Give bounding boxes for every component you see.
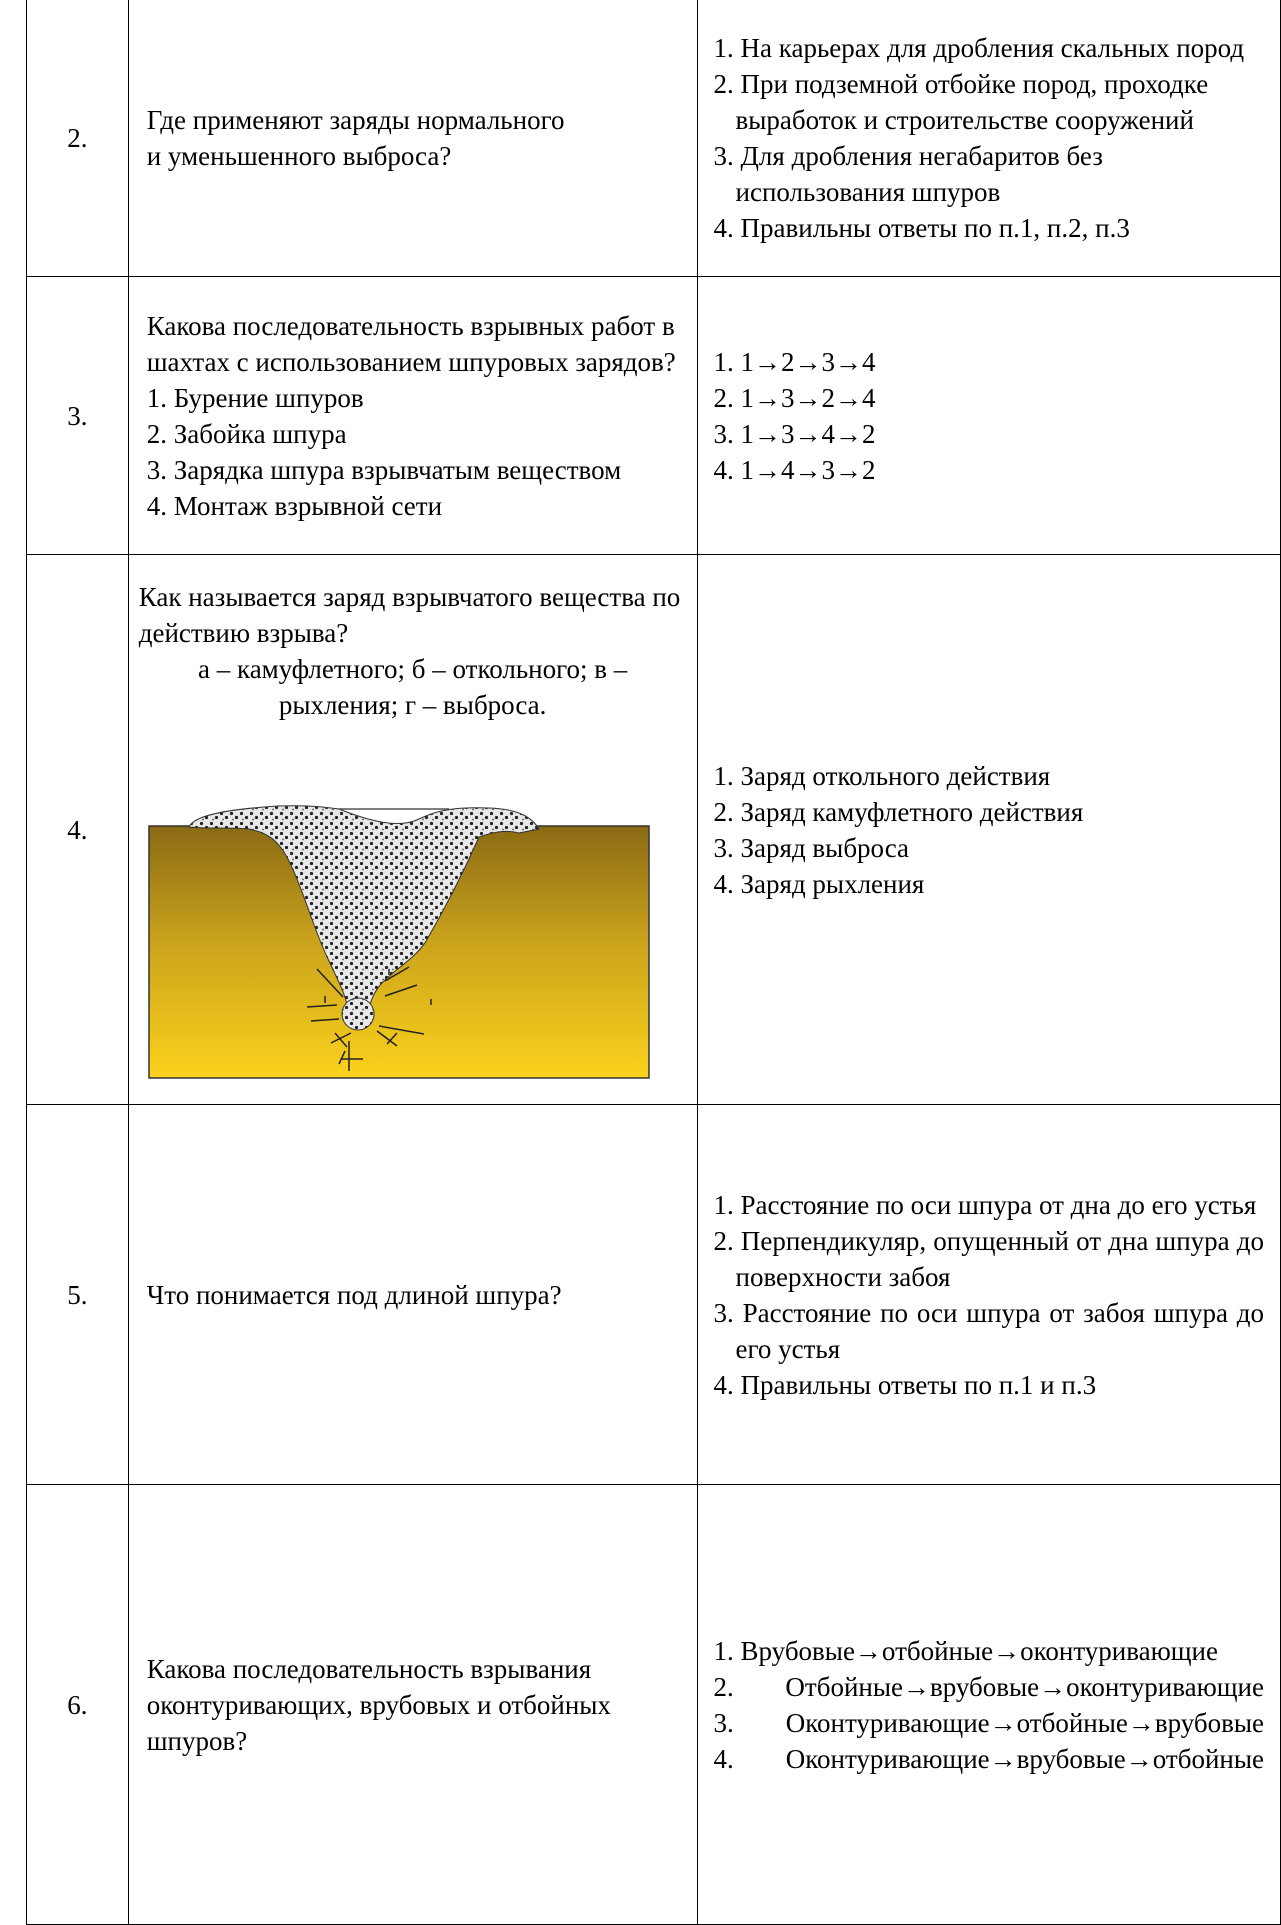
question-text: Что понимается под длиной шпура? (127, 1104, 698, 1485)
table-row: 2. Где применяют заряды нормального и ум… (26, 0, 1281, 277)
option: 3. Заряд выброса (713, 832, 910, 863)
option: 1. 1→2→3→4 (713, 346, 876, 377)
option: 3. Для дробления негабаритов без использ… (713, 140, 1103, 207)
answer-options: 1. Заряд откольного действия 2. Заряд ка… (696, 554, 1281, 1105)
answer-options: 1. 1→2→3→4 2. 1→3→2→4 3. 1→3→4→2 4. 1→4→… (696, 276, 1281, 555)
question-number: 5. (26, 1104, 129, 1485)
option: 2. При подземной отбойке пород, проходке… (713, 68, 1209, 135)
charge (341, 997, 375, 1030)
question-number: 2. (26, 0, 129, 277)
answer-options: 1. Расстояние по оси шпура от дна до его… (696, 1104, 1281, 1485)
question-text: Где применяют заряды нормального и умень… (127, 0, 698, 277)
option: 1. Заряд откольного действия (713, 760, 1051, 791)
question-number: 6. (26, 1484, 129, 1925)
option: 2. 1→3→2→4 (713, 382, 876, 413)
option: 1. На карьерах для дробления скальных по… (713, 32, 1245, 63)
option: 2. Отбойные→врубовые→оконтуривающие (713, 1671, 1264, 1702)
option: 2. Перпендикуляр, опущенный от дна шпура… (713, 1225, 1264, 1292)
crater-rubble (187, 804, 540, 1016)
option: 3. Оконтуривающие→отбойные→врубовые (713, 1707, 1264, 1738)
table-row: 6. Какова последовательность взрывания о… (26, 1484, 1281, 1925)
answer-options: 1. Врубовые→отбойные→оконтуривающие 2. О… (696, 1484, 1281, 1925)
option: 4. Правильны ответы по п.1 и п.3 (713, 1369, 1097, 1400)
option: 3. 1→3→4→2 (713, 418, 876, 449)
option: 4. Оконтуривающие→врубовые→отбойные (713, 1743, 1264, 1774)
quiz-table: 2. Где применяют заряды нормального и ум… (26, 0, 1281, 1925)
option: 3. Расстояние по оси шпура от забоя шпур… (713, 1297, 1264, 1364)
question-number: 3. (26, 276, 129, 555)
crack-lines (306, 965, 432, 1071)
table-row: 5. Что понимается под длиной шпура? 1. Р… (26, 1104, 1281, 1485)
table-row: 3. Какова последовательность взрывных ра… (26, 276, 1281, 555)
answer-options: 1. На карьерах для дробления скальных по… (696, 0, 1281, 277)
option: 4. Правильны ответы по п.1, п.2, п.3 (713, 212, 1130, 243)
question-text: Какова последовательность взрывных работ… (127, 276, 698, 555)
option: 2. Заряд камуфлетного действия (713, 796, 1084, 827)
option: 4. 1→4→3→2 (713, 454, 876, 485)
blast-charge-diagram (147, 804, 650, 1079)
option: 1. Расстояние по оси шпура от дна до его… (713, 1189, 1257, 1220)
option: 1. Врубовые→отбойные→оконтуривающие (713, 1635, 1218, 1666)
question-text: Какова последовательность взрывания окон… (127, 1484, 698, 1925)
option: 4. Заряд рыхления (713, 868, 925, 899)
question-text: Как называется заряд взрывчатого веществ… (127, 554, 698, 1105)
question-number: 4. (26, 554, 129, 1105)
table-row: 4. Как называется заряд взрывчатого веще… (26, 554, 1281, 1105)
